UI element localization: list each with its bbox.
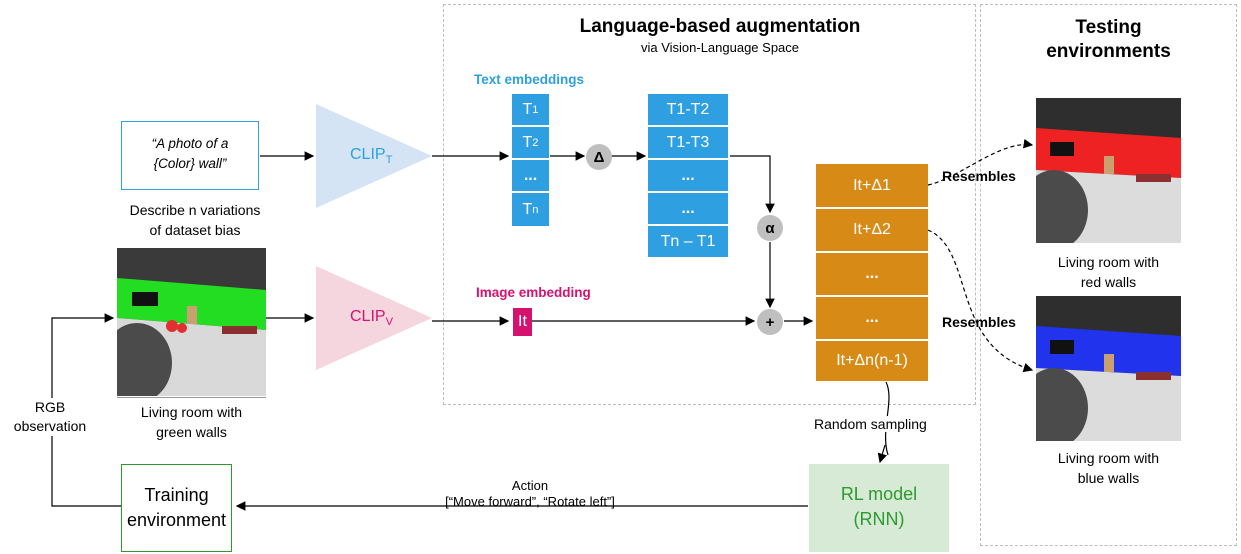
aug-cell-ellipsis-1: ... — [816, 251, 928, 295]
rgb-line2: observation — [13, 418, 87, 434]
prompt-description: Describe n variations of dataset bias — [115, 200, 275, 240]
action-line1: Action — [511, 478, 549, 493]
aug-cell-n: It+Δn(n-1) — [816, 339, 928, 381]
alpha-operator: α — [757, 215, 783, 241]
augmentation-title: Language-based augmentation — [579, 16, 861, 37]
testing-region — [980, 4, 1237, 546]
text-embeddings-label: Text embeddings — [474, 72, 585, 87]
action-line2: [“Move forward”, “Rotate left”] — [445, 494, 615, 509]
testing-title-line1: Testing — [1075, 17, 1142, 38]
text-cell-ellipsis: ... — [512, 159, 549, 191]
clip-vision-label: CLIPV — [350, 308, 394, 329]
delta-operator: Δ — [586, 144, 612, 170]
training-scene-baseline — [117, 397, 266, 398]
diff-cell-n: Tn – T1 — [648, 225, 728, 257]
testing-title-line2: environments — [1046, 41, 1171, 62]
resembles-label-red: Resembles — [942, 168, 1016, 184]
prompt-line2: {Color} wall” — [153, 156, 227, 171]
training-caption-line1: Living room with — [140, 404, 243, 420]
testing-title: Testing environments — [980, 16, 1237, 64]
prompt-desc-line1: Describe n variations — [129, 202, 261, 218]
training-env-line1: Training — [144, 485, 209, 505]
testing-red-caption: Living room with red walls — [1020, 252, 1197, 292]
rl-model-box: RL model (RNN) — [809, 464, 949, 552]
diff-cell-ellipsis-1: ... — [648, 159, 728, 191]
diff-cell-2: T1-T3 — [648, 126, 728, 158]
rl-model-line2: (RNN) — [853, 509, 905, 529]
testing-scene-red-image — [1036, 98, 1181, 243]
testing-scene-blue-image — [1036, 296, 1181, 441]
training-scene-image — [117, 248, 266, 396]
augmentation-subtitle: via Vision-Language Space — [640, 40, 800, 55]
random-sampling-label: Random sampling — [814, 416, 927, 432]
red-caption-line2: red walls — [1080, 274, 1137, 290]
testing-blue-caption: Living room with blue walls — [1020, 448, 1197, 488]
aug-cell-2: It+Δ2 — [816, 207, 928, 251]
training-environment-box: Training environment — [121, 464, 232, 552]
rgb-line1: RGB — [34, 399, 66, 415]
augmentation-region — [443, 4, 976, 405]
image-embedding-cell: It — [513, 308, 532, 336]
prompt-desc-line2: of dataset bias — [149, 222, 241, 238]
rl-model-line1: RL model — [840, 484, 918, 504]
training-caption-line2: green walls — [156, 424, 227, 440]
red-caption-line1: Living room with — [1057, 254, 1160, 270]
diff-cell-ellipsis-2: ... — [648, 192, 728, 224]
rgb-observation-label: RGB observation — [0, 398, 100, 436]
resembles-label-blue: Resembles — [942, 314, 1016, 330]
blue-caption-line2: blue walls — [1077, 470, 1140, 486]
prompt-box: “A photo of a {Color} wall” — [121, 121, 259, 190]
diff-cell-1: T1-T2 — [648, 93, 728, 125]
aug-cell-1: It+Δ1 — [816, 164, 928, 207]
plus-operator: + — [757, 309, 783, 335]
prompt-line1: “A photo of a — [151, 136, 229, 151]
image-embedding-label: Image embedding — [476, 285, 591, 300]
training-scene-caption: Living room with green walls — [105, 402, 278, 442]
clip-text-label: CLIPT — [350, 146, 393, 167]
blue-caption-line1: Living room with — [1057, 450, 1160, 466]
aug-cell-ellipsis-2: ... — [816, 295, 928, 339]
training-env-line2: environment — [126, 510, 227, 530]
action-label: Action [“Move forward”, “Rotate left”] — [380, 478, 680, 510]
